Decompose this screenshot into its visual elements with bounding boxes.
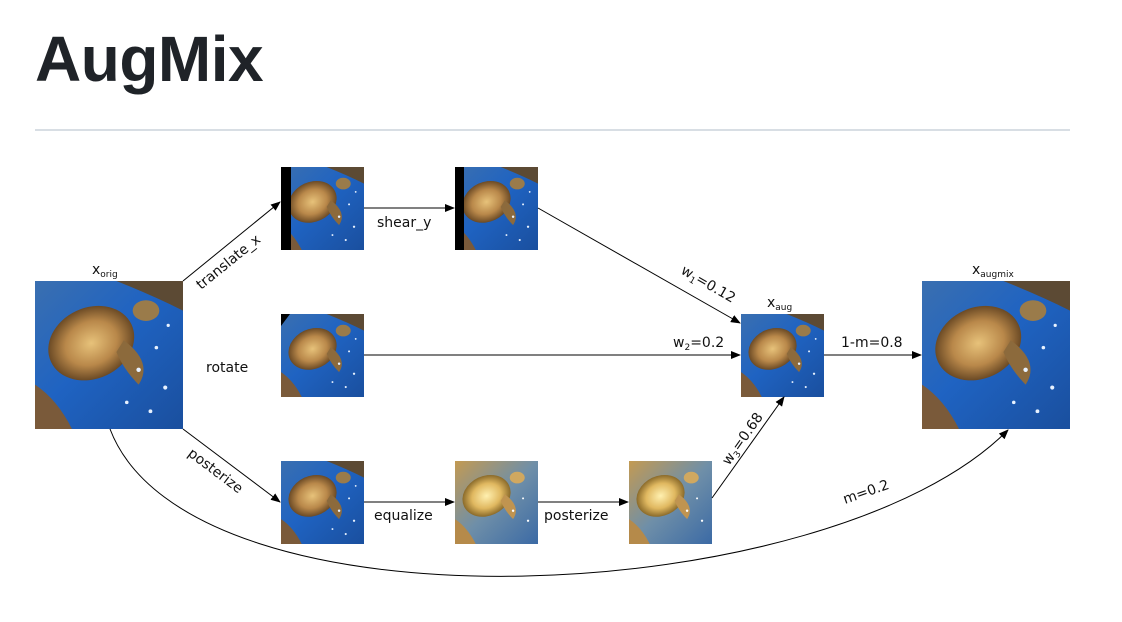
posterize-image-1	[281, 461, 364, 544]
arrow-w1	[537, 207, 741, 324]
posterize-image-2	[629, 461, 712, 544]
label-m: m=0.2	[841, 477, 891, 508]
label-equalize: equalize	[374, 508, 433, 524]
label-posterize-2: posterize	[544, 508, 608, 524]
label-w3: w3=0.68	[719, 410, 768, 470]
label-w2: w2=0.2	[673, 335, 724, 353]
shear-y-image	[455, 167, 538, 250]
equalize-image	[455, 461, 538, 544]
arrow-posterize-1	[182, 428, 281, 503]
label-one-minus-m: 1-m=0.8	[841, 335, 903, 351]
label-x-augmix: xaugmix	[972, 262, 1014, 280]
title-divider	[35, 129, 1070, 131]
aug-image	[741, 314, 824, 397]
label-shear-y: shear_y	[377, 215, 431, 231]
label-x-orig: xorig	[92, 262, 118, 280]
label-x-aug: xaug	[767, 295, 792, 313]
label-translate-x: translate_x	[193, 232, 264, 293]
arrow-translate-x	[182, 201, 281, 282]
translate-x-image	[281, 167, 364, 250]
arrow-skip-m	[109, 428, 1009, 577]
arrow-w3	[711, 396, 785, 499]
page-title: AugMix	[35, 23, 264, 95]
rotate-image	[281, 314, 364, 397]
label-w1: w1=0.12	[677, 263, 738, 309]
augmix-image	[922, 281, 1070, 429]
label-rotate: rotate	[206, 360, 248, 376]
original-image	[35, 281, 183, 429]
